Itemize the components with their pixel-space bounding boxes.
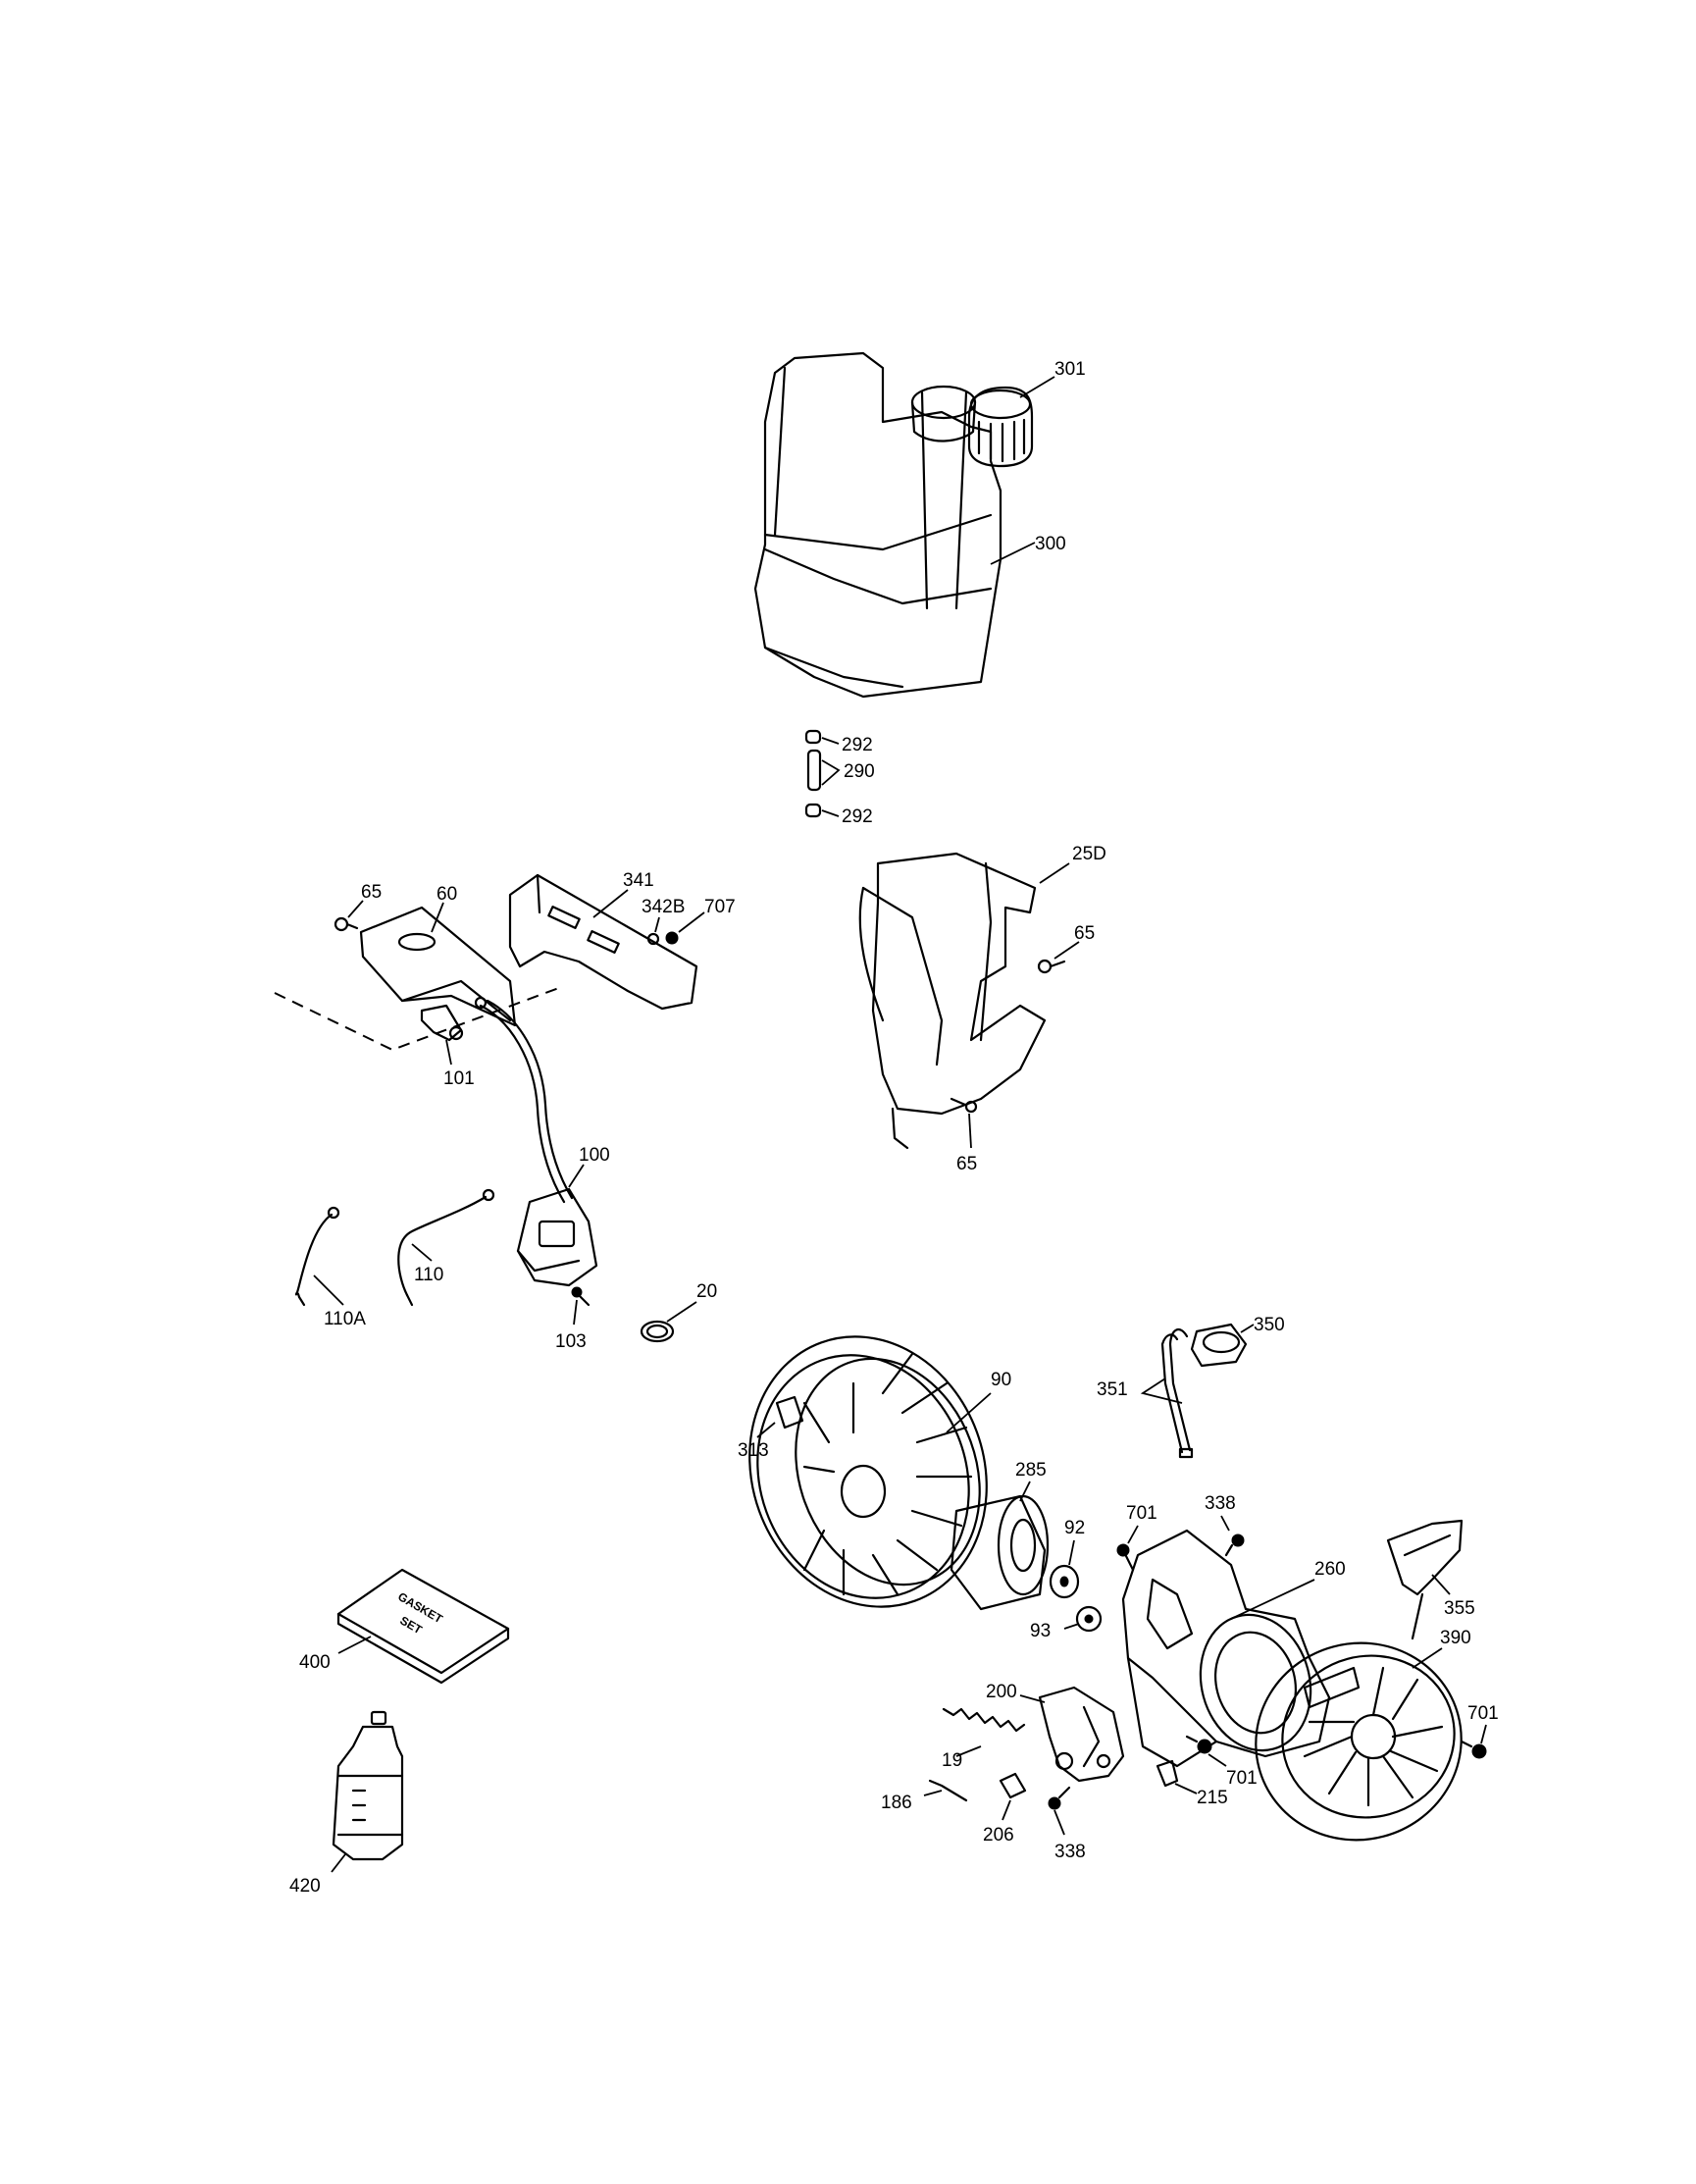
callout-355: 355 — [1444, 1598, 1475, 1619]
callout-285: 285 — [1015, 1460, 1047, 1481]
fuel-line-290[interactable] — [804, 729, 822, 818]
screw-701a[interactable] — [1116, 1543, 1135, 1572]
starter-handle-355[interactable] — [1386, 1519, 1464, 1640]
spring-19[interactable] — [942, 1707, 1026, 1733]
link-186[interactable] — [928, 1779, 968, 1802]
callout-300: 300 — [1035, 534, 1066, 554]
callout-420: 420 — [289, 1876, 321, 1897]
screw-65c[interactable] — [950, 1097, 978, 1114]
callout-290: 290 — [844, 761, 875, 782]
callout-20: 20 — [696, 1281, 717, 1302]
callout-351: 351 — [1097, 1379, 1128, 1400]
callout-338b: 338 — [1054, 1842, 1086, 1862]
fuel-cap-301[interactable] — [967, 386, 1034, 468]
ground-wire-110[interactable] — [397, 1188, 495, 1307]
screw-701c[interactable] — [1185, 1735, 1212, 1754]
control-bracket-200[interactable] — [1038, 1686, 1125, 1783]
screw-338a[interactable] — [1224, 1534, 1245, 1557]
callout-19: 19 — [942, 1750, 962, 1771]
primer-hose-351[interactable] — [1160, 1327, 1194, 1459]
callout-25d: 25D — [1072, 844, 1106, 864]
callout-206: 206 — [983, 1825, 1014, 1846]
callout-65b: 65 — [1074, 923, 1095, 944]
shroud-bracket-25d[interactable] — [858, 852, 1047, 1150]
callout-186: 186 — [881, 1793, 912, 1813]
gasket-set-400[interactable]: GASKET SET — [336, 1568, 510, 1685]
spacer-342b[interactable] — [646, 932, 660, 946]
callout-65a: 65 — [361, 882, 382, 903]
callout-301: 301 — [1054, 359, 1086, 380]
screw-65[interactable] — [334, 916, 359, 932]
bracket-341[interactable] — [508, 873, 698, 1011]
oil-bottle-420[interactable] — [332, 1710, 404, 1861]
callout-65c: 65 — [956, 1154, 977, 1174]
nut-93[interactable] — [1075, 1605, 1103, 1633]
clip-206[interactable] — [999, 1772, 1027, 1799]
callout-292a: 292 — [842, 735, 873, 755]
callout-92: 92 — [1064, 1518, 1085, 1538]
callout-342b: 342B — [642, 897, 685, 917]
callout-260: 260 — [1314, 1559, 1346, 1580]
screw-103[interactable] — [571, 1286, 591, 1307]
rewind-starter-390[interactable] — [1234, 1620, 1484, 1863]
screw-338b[interactable] — [1048, 1786, 1071, 1810]
callout-313: 313 — [738, 1440, 769, 1461]
nut-707[interactable] — [665, 931, 679, 945]
callout-400: 400 — [299, 1652, 331, 1673]
ignition-module-100[interactable] — [474, 996, 598, 1287]
primer-350[interactable] — [1190, 1323, 1248, 1368]
gasket-kit-label-2: SET — [397, 1613, 425, 1637]
clip-215[interactable] — [1156, 1759, 1179, 1788]
callout-338a: 338 — [1205, 1493, 1236, 1514]
callout-701b: 701 — [1467, 1703, 1499, 1724]
fuel-tank-300[interactable] — [753, 351, 1002, 699]
callout-60: 60 — [437, 884, 457, 905]
callout-341: 341 — [623, 870, 654, 891]
callout-100: 100 — [579, 1145, 610, 1166]
ground-wire-110a[interactable] — [294, 1206, 340, 1307]
callout-707: 707 — [704, 897, 736, 917]
callout-701a: 701 — [1126, 1503, 1157, 1524]
callout-701c: 701 — [1226, 1768, 1258, 1789]
callout-93: 93 — [1030, 1621, 1051, 1641]
callout-292b: 292 — [842, 806, 873, 827]
screw-65b[interactable] — [1037, 959, 1066, 974]
screw-701b[interactable] — [1460, 1740, 1487, 1759]
callout-215: 215 — [1197, 1788, 1228, 1808]
callout-110a: 110A — [324, 1309, 366, 1329]
clamp-20[interactable] — [640, 1320, 675, 1343]
callout-90: 90 — [991, 1370, 1011, 1390]
spark-boot-101[interactable] — [420, 1004, 464, 1042]
callout-390: 390 — [1440, 1628, 1471, 1648]
callout-200: 200 — [986, 1682, 1017, 1702]
callout-110: 110 — [414, 1265, 443, 1285]
washer-92[interactable] — [1049, 1564, 1080, 1599]
flywheel-90[interactable] — [712, 1303, 1024, 1640]
callout-350: 350 — [1254, 1315, 1285, 1335]
callout-101: 101 — [443, 1068, 475, 1089]
blower-housing-260[interactable] — [1121, 1529, 1331, 1768]
key-313[interactable] — [775, 1395, 804, 1430]
callout-103: 103 — [555, 1331, 587, 1352]
